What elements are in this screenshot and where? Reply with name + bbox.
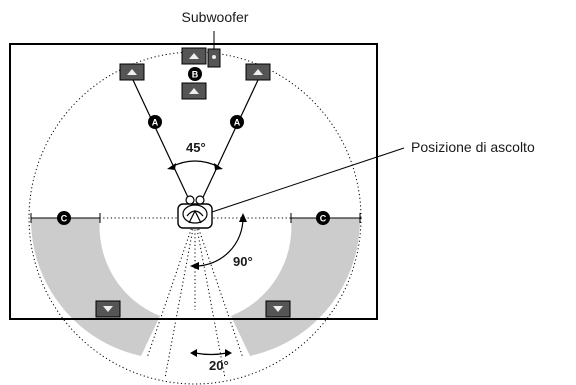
surround-right-speaker-icon — [265, 300, 291, 318]
subwoofer-icon — [207, 48, 221, 68]
front-left-speaker-icon — [119, 63, 145, 81]
surround-zone-right — [231, 218, 361, 356]
listening-position-leader — [211, 147, 405, 213]
marker-a-right: A — [230, 115, 244, 129]
speaker-lines — [132, 79, 259, 209]
room-frame — [9, 43, 378, 320]
surround-left-speaker-icon — [95, 300, 121, 318]
listening-position-label: Posizione di ascolto — [411, 139, 535, 155]
center-speaker-icon — [181, 47, 207, 65]
subwoofer-label: Subwoofer — [182, 9, 249, 25]
center-speaker-alt-icon — [181, 82, 207, 100]
svg-text:B: B — [192, 70, 199, 80]
marker-b: B — [188, 67, 202, 81]
svg-text:A: A — [234, 118, 241, 128]
listener-icon — [177, 195, 213, 229]
angle-20-label: 20° — [209, 358, 229, 373]
marker-c-left: C — [57, 211, 71, 225]
marker-a-left: A — [148, 115, 162, 129]
marker-c-right: C — [316, 211, 330, 225]
angle-45-label: 45° — [186, 140, 206, 155]
front-right-speaker-icon — [245, 63, 271, 81]
listening-circle — [28, 51, 362, 385]
svg-text:C: C — [320, 214, 327, 224]
angle-90-label: 90° — [233, 254, 253, 269]
svg-text:A: A — [152, 118, 159, 128]
arrowheads — [167, 163, 247, 357]
svg-text:C: C — [61, 214, 68, 224]
surround-zone-left — [30, 218, 160, 356]
